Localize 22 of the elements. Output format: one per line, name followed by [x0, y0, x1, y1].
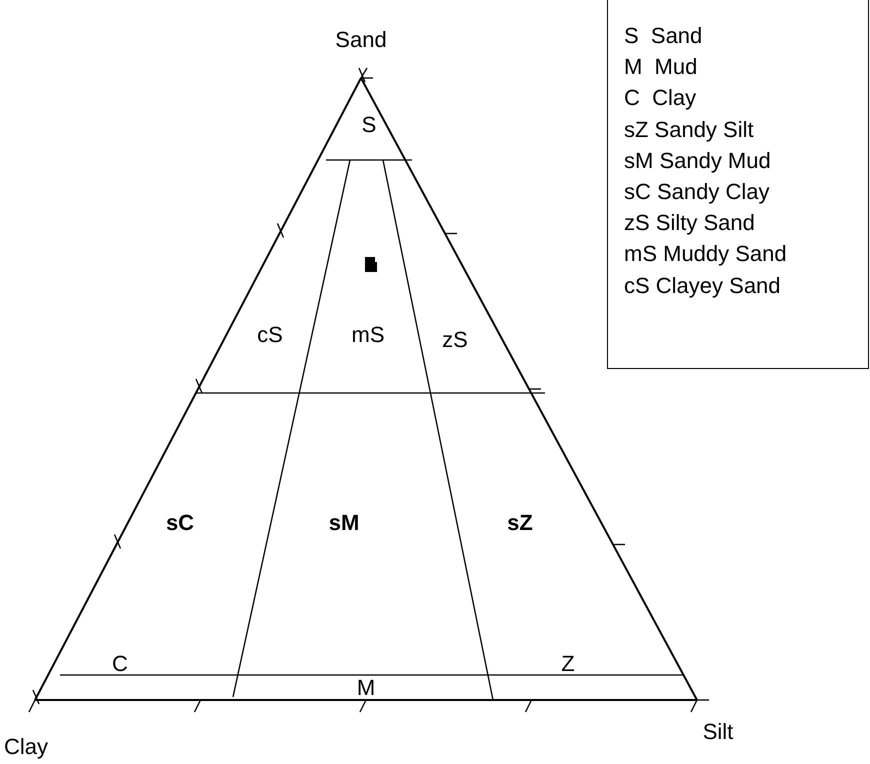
- legend-entry: mS Muddy Sand: [624, 240, 787, 268]
- region-label: M: [356, 677, 376, 699]
- corner-label: Clay: [4, 736, 48, 758]
- region-label: S: [362, 114, 376, 136]
- legend-entry: zS Silty Sand: [624, 209, 755, 238]
- region-label: C: [112, 653, 128, 675]
- region-label: sC: [166, 512, 194, 534]
- region-label: cS: [257, 324, 283, 346]
- region-label: Z: [561, 653, 575, 675]
- region-label: zS: [442, 329, 468, 351]
- region-label: mS: [352, 324, 384, 346]
- legend-entry: cS Clayey Sand: [624, 272, 781, 300]
- region-label: sZ: [507, 512, 533, 534]
- legend-entry: sM Sandy Mud: [624, 146, 771, 175]
- legend-entry: C Clay: [624, 84, 696, 112]
- legend-entry: M Mud: [624, 53, 698, 82]
- region-label: sM: [328, 512, 360, 534]
- legend-entry: sZ Sandy Silt: [624, 116, 754, 144]
- legend-entry: sC Sandy Clay: [624, 178, 770, 206]
- legend-entry: S Sand: [624, 22, 702, 50]
- corner-label: Sand: [335, 29, 387, 51]
- corner-label: Silt: [702, 721, 734, 743]
